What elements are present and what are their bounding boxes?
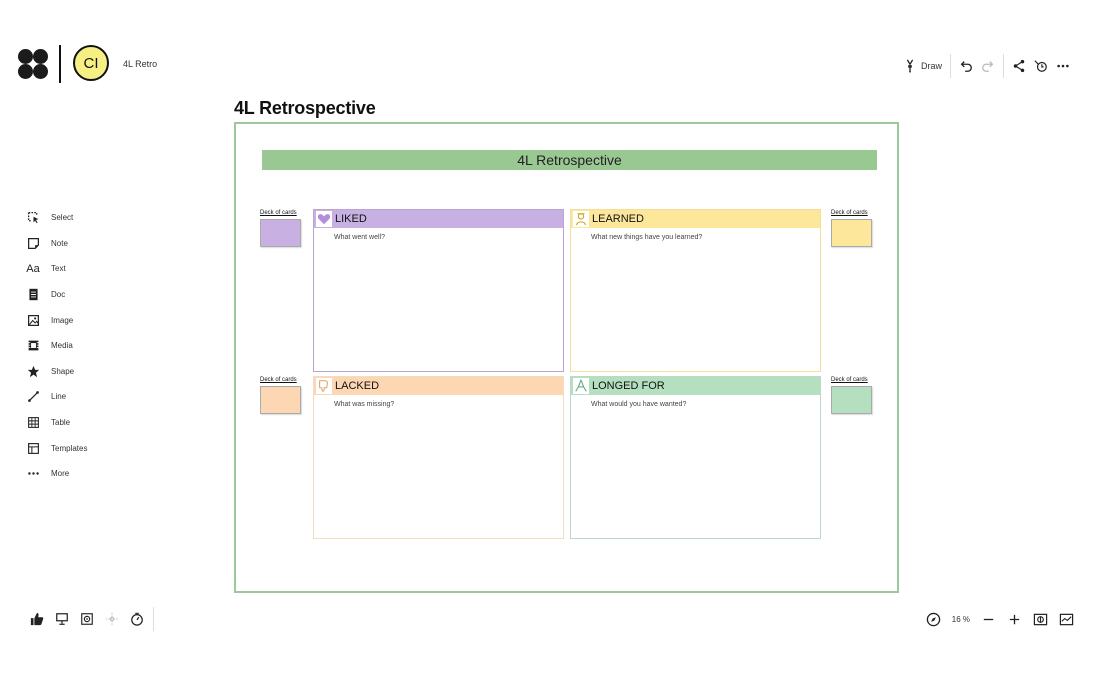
quadrant-longed-for[interactable]: LONGED FOR What would you have wanted? bbox=[570, 376, 821, 539]
table-icon bbox=[24, 414, 42, 432]
tool-select[interactable]: Select bbox=[24, 205, 114, 231]
quadrant-header: LIKED bbox=[314, 210, 563, 228]
tool-image[interactable]: Image bbox=[24, 307, 114, 333]
text-icon: Aa bbox=[26, 262, 40, 275]
deck-card[interactable] bbox=[831, 386, 872, 414]
header-divider bbox=[59, 45, 61, 83]
deck-liked[interactable]: Deck of cards bbox=[260, 210, 304, 247]
note-icon bbox=[24, 234, 42, 252]
heart-icon bbox=[316, 211, 332, 227]
bottom-right-toolbar: 16 % bbox=[922, 607, 1078, 631]
toolbar-separator bbox=[950, 54, 951, 78]
toolbar-separator bbox=[1003, 54, 1004, 78]
select-icon bbox=[24, 209, 42, 227]
retro-frame[interactable]: 4L Retrospective Deck of cards Deck of c… bbox=[234, 122, 899, 593]
fit-to-screen-icon[interactable] bbox=[1028, 607, 1052, 631]
quadrant-liked[interactable]: LIKED What went well? bbox=[313, 209, 564, 372]
line-icon bbox=[24, 388, 42, 406]
tool-media[interactable]: Media bbox=[24, 333, 114, 359]
tool-templates[interactable]: Templates bbox=[24, 435, 114, 461]
thumbs-up-icon[interactable] bbox=[24, 607, 49, 631]
tool-doc[interactable]: Doc bbox=[24, 282, 114, 308]
tool-note[interactable]: Note bbox=[24, 231, 114, 257]
doc-icon bbox=[24, 286, 42, 304]
quadrant-learned[interactable]: LEARNED What new things have you learned… bbox=[570, 209, 821, 372]
minimap-icon[interactable] bbox=[1054, 607, 1078, 631]
left-toolbar: Select Note Aa Text Doc Image Media Shap… bbox=[24, 205, 114, 487]
thumbs-down-icon bbox=[316, 378, 332, 394]
tool-table[interactable]: Table bbox=[24, 410, 114, 436]
deck-lacked[interactable]: Deck of cards bbox=[260, 377, 304, 414]
quadrant-header: LEARNED bbox=[571, 210, 820, 228]
zoom-in-icon[interactable] bbox=[1002, 607, 1026, 631]
deck-card[interactable] bbox=[260, 219, 301, 247]
zoom-level[interactable]: 16 % bbox=[951, 614, 970, 624]
move-icon[interactable] bbox=[99, 607, 124, 631]
tool-line[interactable]: Line bbox=[24, 384, 114, 410]
app-logo[interactable] bbox=[18, 49, 48, 79]
zoom-out-icon[interactable] bbox=[976, 607, 1000, 631]
quadrant-question: What new things have you learned? bbox=[591, 234, 703, 241]
templates-icon bbox=[24, 439, 42, 457]
pray-icon bbox=[573, 378, 589, 394]
tool-more[interactable]: More bbox=[24, 461, 114, 487]
quadrant-question: What went well? bbox=[334, 234, 385, 241]
deck-card[interactable] bbox=[260, 386, 301, 414]
share-icon[interactable] bbox=[1008, 56, 1030, 76]
compass-icon[interactable] bbox=[922, 607, 946, 631]
more-icon bbox=[24, 465, 42, 483]
redo-icon[interactable] bbox=[977, 56, 999, 76]
history-icon[interactable] bbox=[1030, 56, 1052, 76]
quadrant-header: LACKED bbox=[314, 377, 563, 395]
presentation-icon[interactable] bbox=[49, 607, 74, 631]
deck-learned[interactable]: Deck of cards bbox=[831, 210, 875, 247]
bottom-left-toolbar bbox=[24, 607, 158, 631]
undo-icon[interactable] bbox=[955, 56, 977, 76]
quadrant-question: What would you have wanted? bbox=[591, 401, 687, 408]
board-name[interactable]: 4L Retro bbox=[123, 59, 158, 69]
timer-icon[interactable] bbox=[124, 607, 149, 631]
focus-icon[interactable] bbox=[74, 607, 99, 631]
tool-text[interactable]: Aa Text bbox=[24, 256, 114, 282]
quadrant-header: LONGED FOR bbox=[571, 377, 820, 395]
more-options-icon[interactable] bbox=[1052, 56, 1074, 76]
media-icon bbox=[24, 337, 42, 355]
deck-longed-for[interactable]: Deck of cards bbox=[831, 377, 875, 414]
avatar[interactable]: CI bbox=[73, 45, 109, 81]
draw-button[interactable]: Draw bbox=[920, 61, 942, 71]
frame-title[interactable]: 4L Retrospective bbox=[234, 98, 376, 118]
draw-pen-icon[interactable] bbox=[899, 56, 921, 76]
quadrant-question: What was missing? bbox=[334, 401, 395, 408]
teacher-icon bbox=[573, 211, 589, 227]
quadrant-lacked[interactable]: LACKED What was missing? bbox=[313, 376, 564, 539]
image-icon bbox=[24, 311, 42, 329]
top-toolbar: Draw bbox=[899, 54, 1074, 78]
tool-shape[interactable]: Shape bbox=[24, 359, 114, 385]
shape-icon bbox=[24, 362, 42, 380]
deck-card[interactable] bbox=[831, 219, 872, 247]
toolbar-separator bbox=[153, 607, 154, 631]
board-banner[interactable]: 4L Retrospective bbox=[262, 150, 877, 170]
